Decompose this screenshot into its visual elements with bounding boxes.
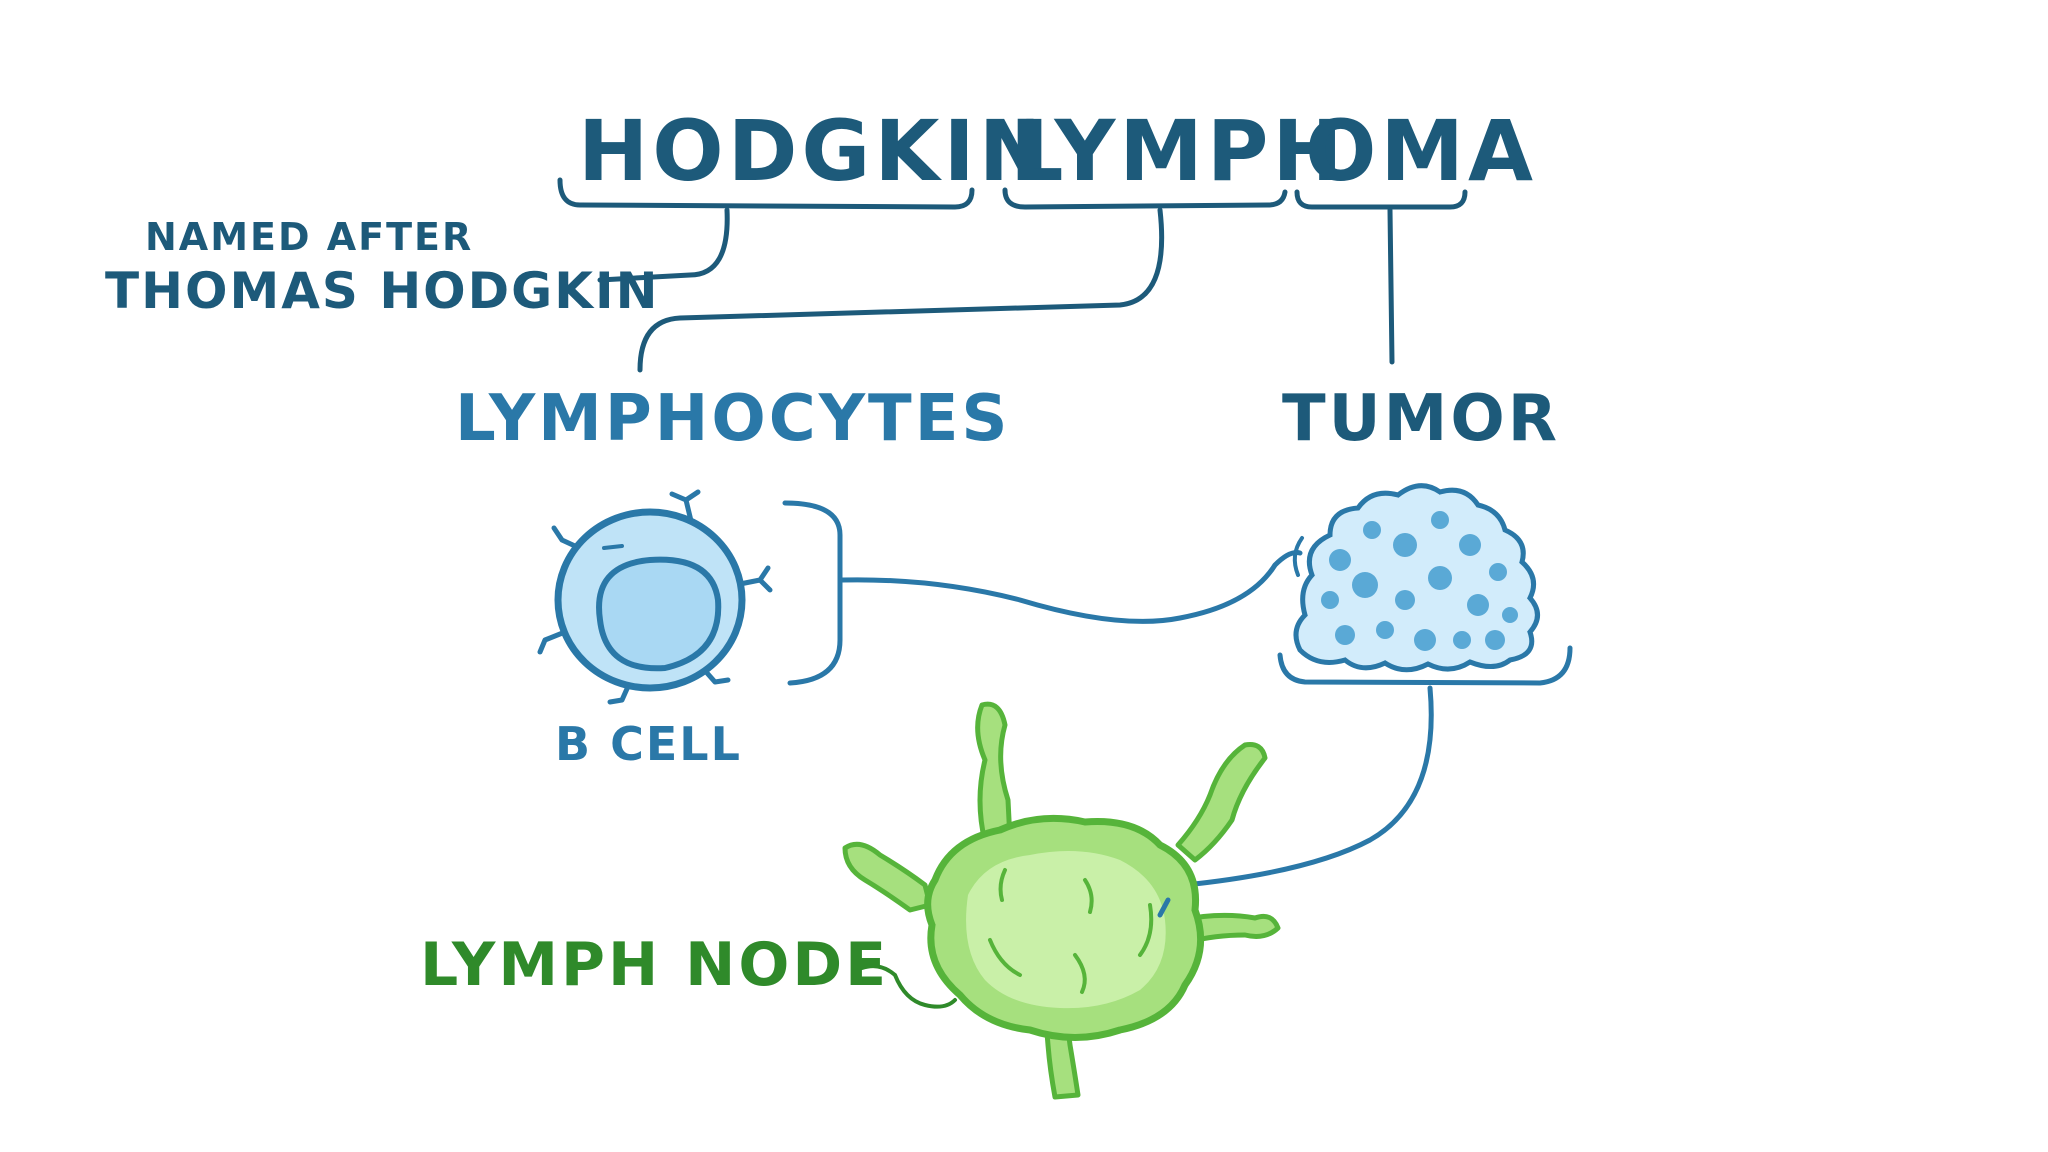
named-after-label: NAMED AFTER <box>145 215 473 259</box>
title-word-hodgkin: HODGKIN <box>578 102 1053 200</box>
bracket-oma <box>1294 189 1468 210</box>
lymph-node-illustration <box>842 701 1281 1100</box>
connector-hodgkin-to-name <box>597 207 730 283</box>
connector-oma-to-tumor <box>1387 207 1395 365</box>
tumor-bracket <box>1277 645 1573 686</box>
b-cell-label: B CELL <box>555 717 742 771</box>
lymph-node-pointer <box>860 964 957 1009</box>
bracket-hodgkin <box>557 177 975 210</box>
lymph-node-label: LYMPH NODE <box>420 930 889 1000</box>
tumor-illustration <box>1292 483 1540 673</box>
title-word-lymph: LYMPH <box>1010 102 1347 200</box>
title-word-oma: OMA <box>1305 102 1537 200</box>
b-cell-bracket <box>782 500 843 686</box>
thomas-hodgkin-label: THOMAS HODGKIN <box>105 262 659 320</box>
connector-bcell-to-tumor <box>839 550 1303 624</box>
tumor-label: TUMOR <box>1282 382 1560 456</box>
lymphocytes-label: LYMPHOCYTES <box>455 382 1011 456</box>
connector-lymph-to-lymphocytes <box>637 207 1165 373</box>
b-cell-illustration <box>537 489 773 705</box>
bracket-lymph <box>1002 187 1288 210</box>
